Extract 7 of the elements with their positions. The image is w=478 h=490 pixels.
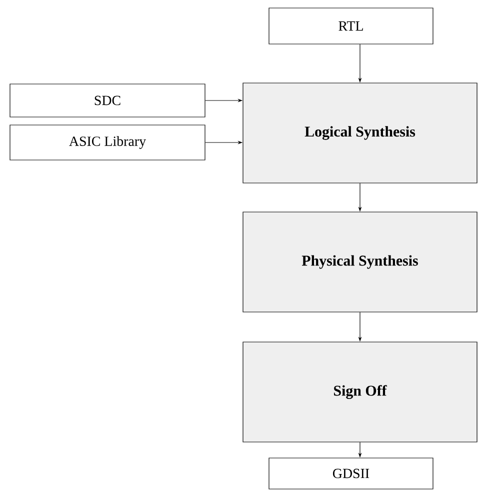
output-box: GDSII: [268, 458, 434, 490]
input-box: RTL: [268, 8, 434, 44]
stage-box: Physical Synthesis: [242, 212, 478, 312]
input-box: ASIC Library: [10, 124, 206, 160]
stage-box: Sign Off: [242, 342, 478, 442]
input-box: SDC: [10, 84, 206, 118]
stage-box: Logical Synthesis: [242, 82, 478, 184]
